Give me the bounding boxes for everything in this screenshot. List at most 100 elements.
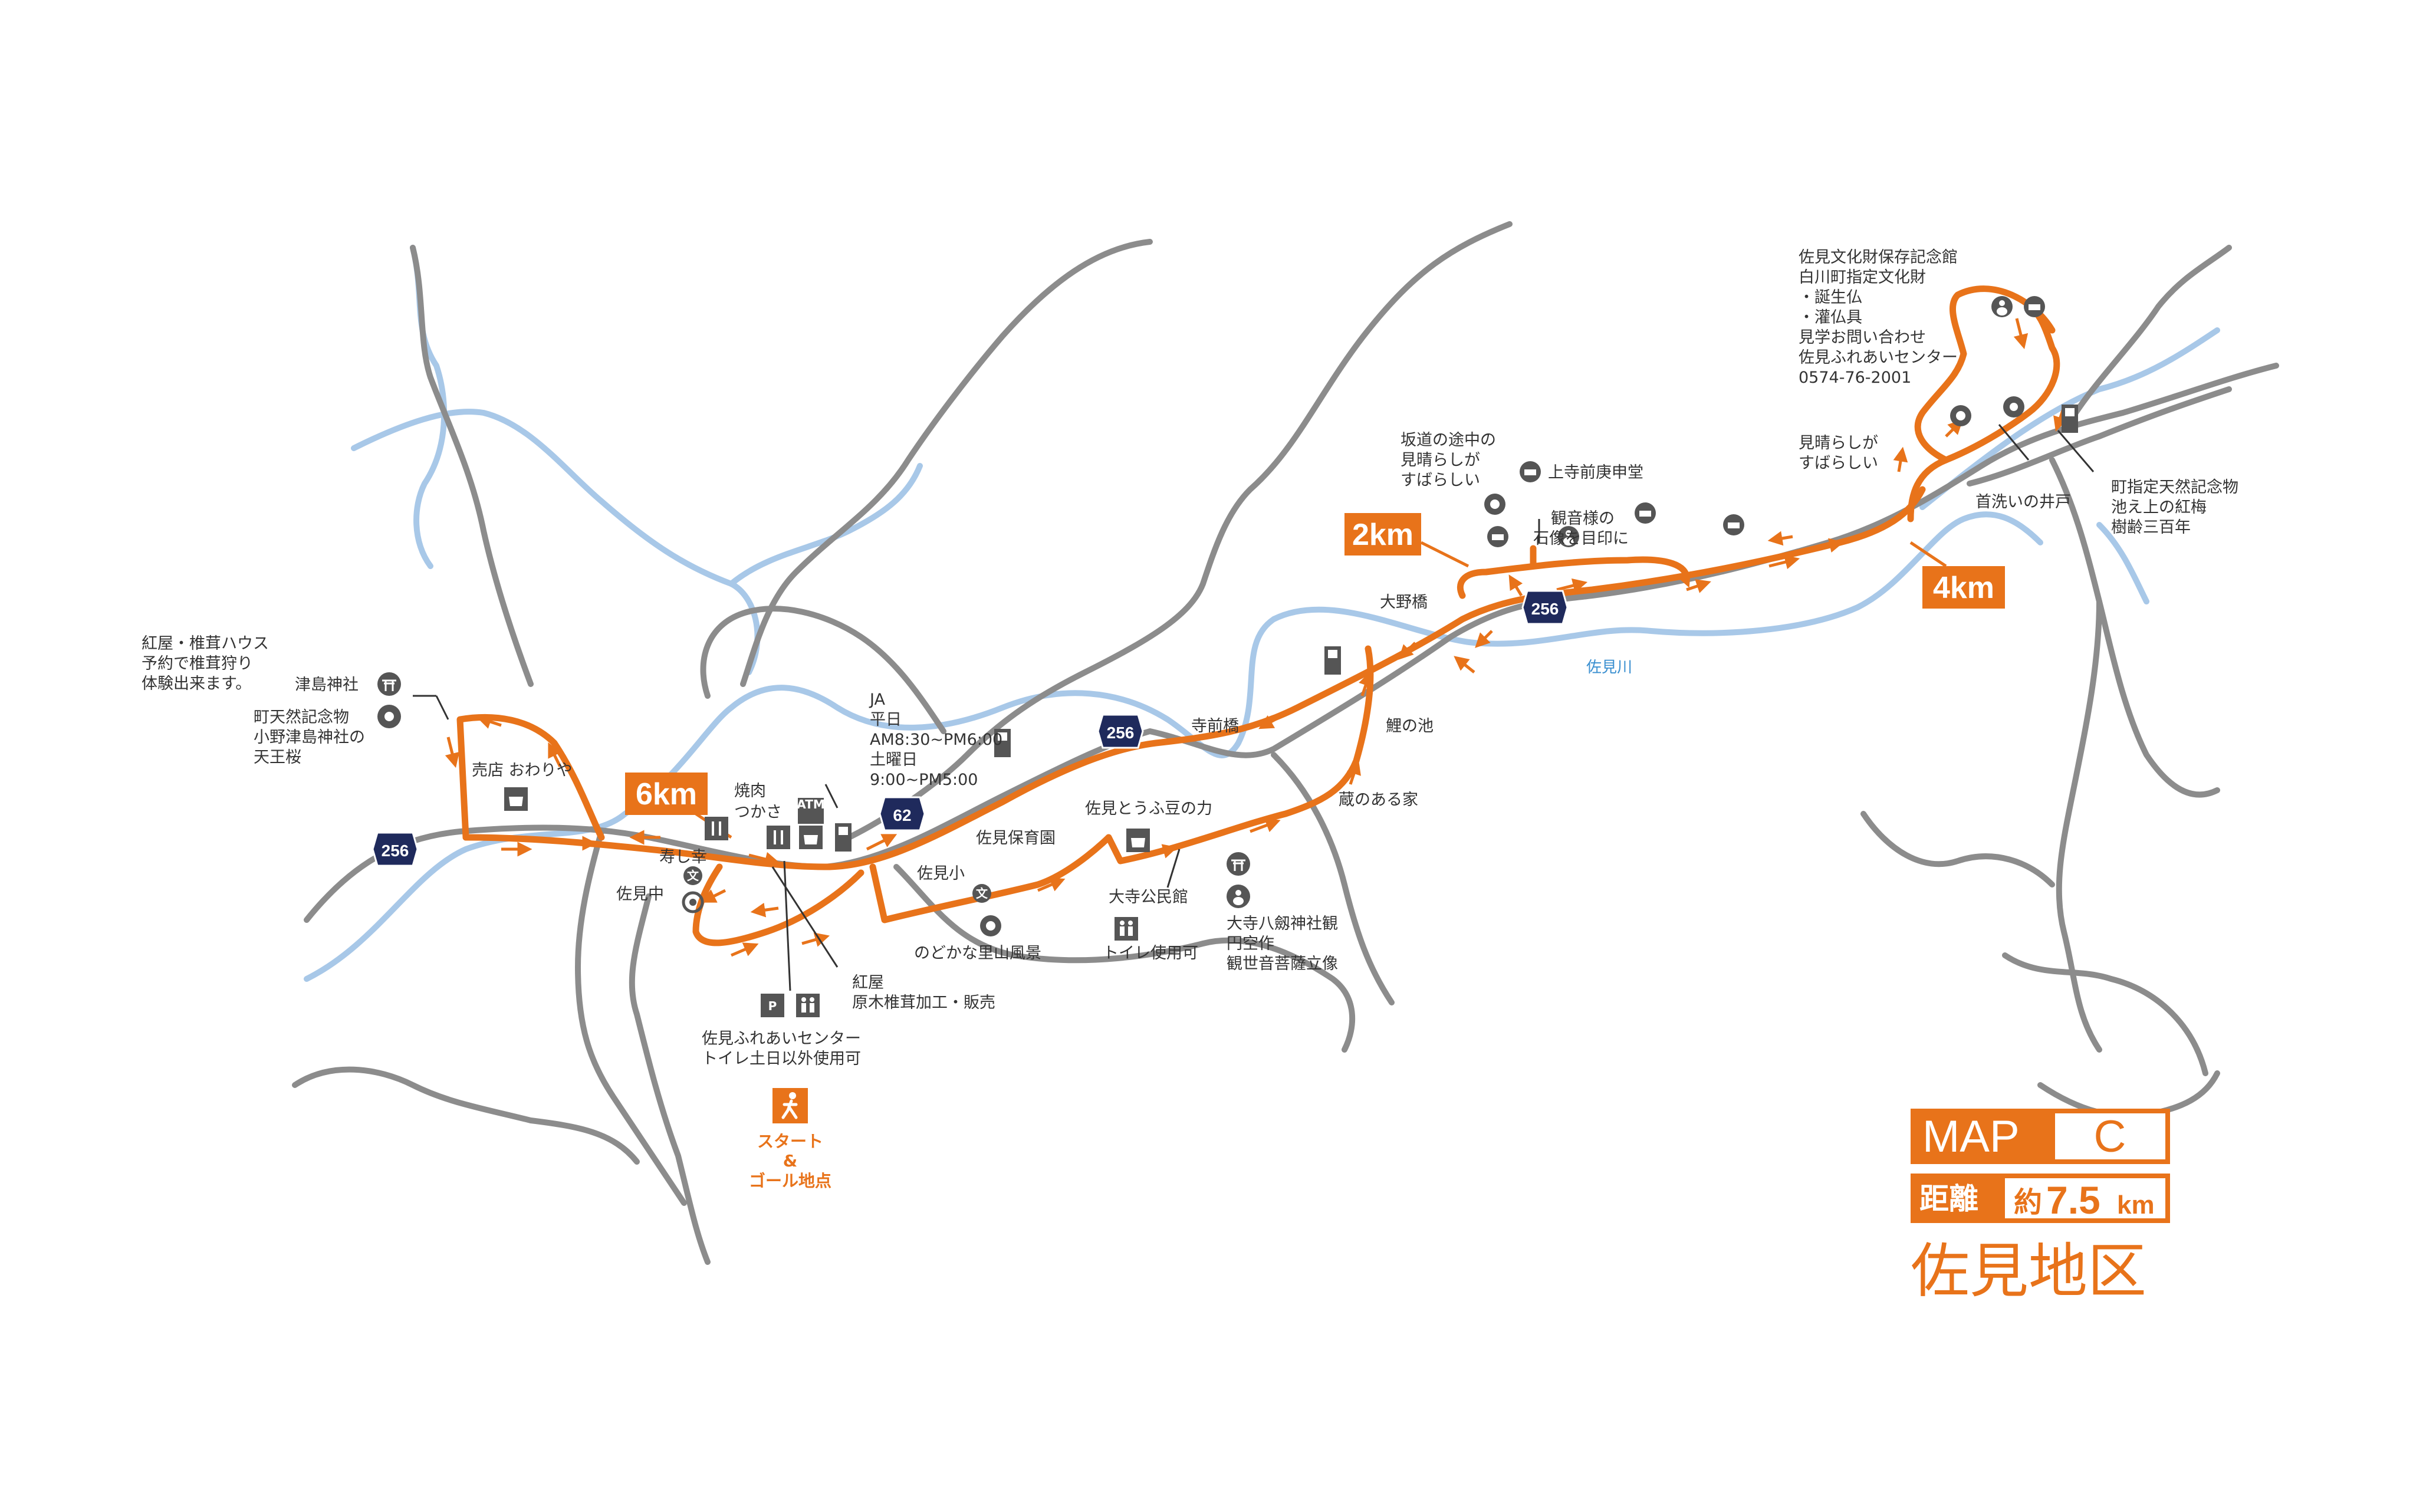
- route-arrows: [445, 318, 2067, 957]
- vending-machine-icon: [994, 729, 1011, 757]
- shrine-icon: [1227, 852, 1250, 876]
- shop-icon: [799, 826, 823, 849]
- junior-high-icon: [682, 891, 704, 913]
- bunkazai-line1: 佐見文化財保存記念館: [1799, 248, 1958, 267]
- fureai-line2: トイレ土日以外使用可: [702, 1050, 861, 1068]
- route-main: [462, 486, 1926, 870]
- route-256-shield-east: 256: [1521, 590, 1569, 625]
- arrow: [701, 889, 726, 903]
- koi-label: 鯉の池: [1386, 717, 1434, 735]
- river-name: 佐見川: [1586, 659, 1632, 676]
- vending-machine-icon: [2062, 405, 2078, 433]
- labels: 紅屋・椎茸ハウス 予約で椎茸狩り 体験出来ます。 津島神社 町天然記念物 小野津…: [142, 248, 2238, 1068]
- road-southwest: [629, 893, 711, 1265]
- road-north-long: [740, 239, 1153, 687]
- arrow: [1676, 566, 1691, 588]
- km-marker-4: 4km: [1909, 541, 2005, 609]
- arrow: [1508, 574, 1523, 597]
- legend-distance-value: 7.5: [2046, 1178, 2100, 1222]
- temple-icon: [1520, 461, 1541, 482]
- road-sw-hill: [292, 1066, 640, 1165]
- onotsushima-line2: 小野津島神社の: [254, 728, 365, 747]
- arrow: [1767, 531, 1793, 546]
- ume-line3: 樹齢三百年: [2111, 518, 2191, 537]
- bunkazai-line6: 佐見ふれあいセンター: [1799, 349, 1958, 367]
- atm-icon: ATM: [797, 797, 825, 824]
- km-marker-2-text: 2km: [1352, 518, 1413, 552]
- camera-icon: [1484, 494, 1505, 515]
- road-right-loop: [1860, 811, 2055, 888]
- school-icon-text: 文: [687, 869, 699, 883]
- arrow: [1893, 446, 1908, 472]
- parking-icon-text: P: [768, 999, 777, 1013]
- arrow: [1258, 712, 1287, 729]
- tofu-label: 佐見とうふ豆の力: [1085, 800, 1212, 818]
- slope-view-line1: 坂道の途中の: [1401, 431, 1496, 449]
- toilet-icon: [1115, 917, 1138, 941]
- well-label: 首洗いの井戸: [1975, 493, 2071, 511]
- route-east-branch: [1907, 303, 2060, 522]
- view-good-line2: すばらしい: [1799, 454, 1878, 472]
- bunkazai-line2: 白川町指定文化財: [1799, 268, 1926, 287]
- arrow: [1398, 642, 1416, 660]
- route-256-shield-center-text: 256: [1107, 724, 1135, 742]
- river-right-small: [2096, 522, 2149, 604]
- kamidera-label: 上寺前庚申堂: [1548, 464, 1643, 482]
- km-marker-6: 6km: [625, 773, 732, 839]
- gray-roads: [292, 221, 2279, 1265]
- route-sw-loop: [692, 863, 864, 946]
- school-icon: 文: [972, 884, 991, 903]
- kura-label: 蔵のある家: [1339, 791, 1418, 809]
- odera-shrine-line1: 大寺八劔神社観: [1227, 915, 1338, 933]
- cherry-blossom-icon: [377, 705, 401, 728]
- beniya-shiitake-line1: 紅屋: [852, 974, 884, 992]
- restaurant-icon: [705, 817, 728, 840]
- route-62-shield-text: 62: [893, 806, 911, 824]
- road-right-east: [1967, 386, 2232, 487]
- arrow: [548, 742, 562, 768]
- tsushima-shrine-label: 津島神社: [295, 676, 359, 694]
- slope-view-line3: すばらしい: [1401, 471, 1480, 489]
- atm-icon-text: ATM: [797, 797, 824, 811]
- walking-route: [456, 285, 2060, 946]
- toilet-icon: [796, 994, 820, 1017]
- ja-line5: 9:00~PM5:00: [870, 771, 978, 789]
- river-north: [351, 409, 761, 675]
- arrow: [750, 902, 779, 918]
- shop-icon: [504, 787, 528, 811]
- buddha-statue-icon: [1558, 526, 1579, 547]
- arrow: [748, 852, 780, 867]
- map-legend: MAP C 距離 約 7.5 km 佐見地区: [1911, 1109, 2170, 1306]
- road-62: [846, 221, 1513, 840]
- ume-line2: 池え上の紅梅: [2111, 498, 2207, 517]
- arrow: [1037, 877, 1066, 892]
- buddha-statue-icon: [1227, 885, 1250, 908]
- ono-bridge-label: 大野橋: [1380, 593, 1428, 612]
- road-left-upper: [410, 245, 534, 687]
- road-left-down: [575, 829, 687, 1206]
- sushi-label: 寿し幸: [659, 848, 707, 866]
- beni-house-line2: 予約で椎茸狩り: [142, 655, 253, 673]
- kannon-line2: 石像を目印に: [1533, 530, 1629, 548]
- route-south-loop: [869, 645, 1374, 923]
- yakiniku-line1: 焼肉: [734, 782, 766, 800]
- road-center-north: [700, 606, 946, 734]
- route-east-loop: [1914, 285, 2056, 464]
- shop-icon: [1126, 829, 1150, 852]
- legend-map-label: MAP: [1922, 1112, 2020, 1162]
- shop-owariya-label: 売店 おわりや: [472, 761, 573, 780]
- ja-line2: 平日: [870, 711, 902, 729]
- ja-line4: 土曜日: [870, 751, 918, 769]
- arrow: [1359, 671, 1373, 696]
- road-right-vertical: [2049, 457, 2220, 798]
- river-main: [304, 511, 2043, 982]
- icons: ATM 文 文: [377, 296, 2078, 1123]
- legend-distance-unit: km: [2117, 1191, 2155, 1220]
- road-east-hill: [1271, 752, 1395, 1005]
- start-goal-pedestrian-icon: [772, 1088, 808, 1123]
- camera-icon: [1950, 405, 1971, 426]
- temple-icon: [1487, 526, 1508, 547]
- odera-shrine-line3: 観世音菩薩立像: [1227, 955, 1338, 973]
- sami-nursery-label: 佐見保育園: [976, 829, 1056, 847]
- arrow: [1686, 579, 1711, 593]
